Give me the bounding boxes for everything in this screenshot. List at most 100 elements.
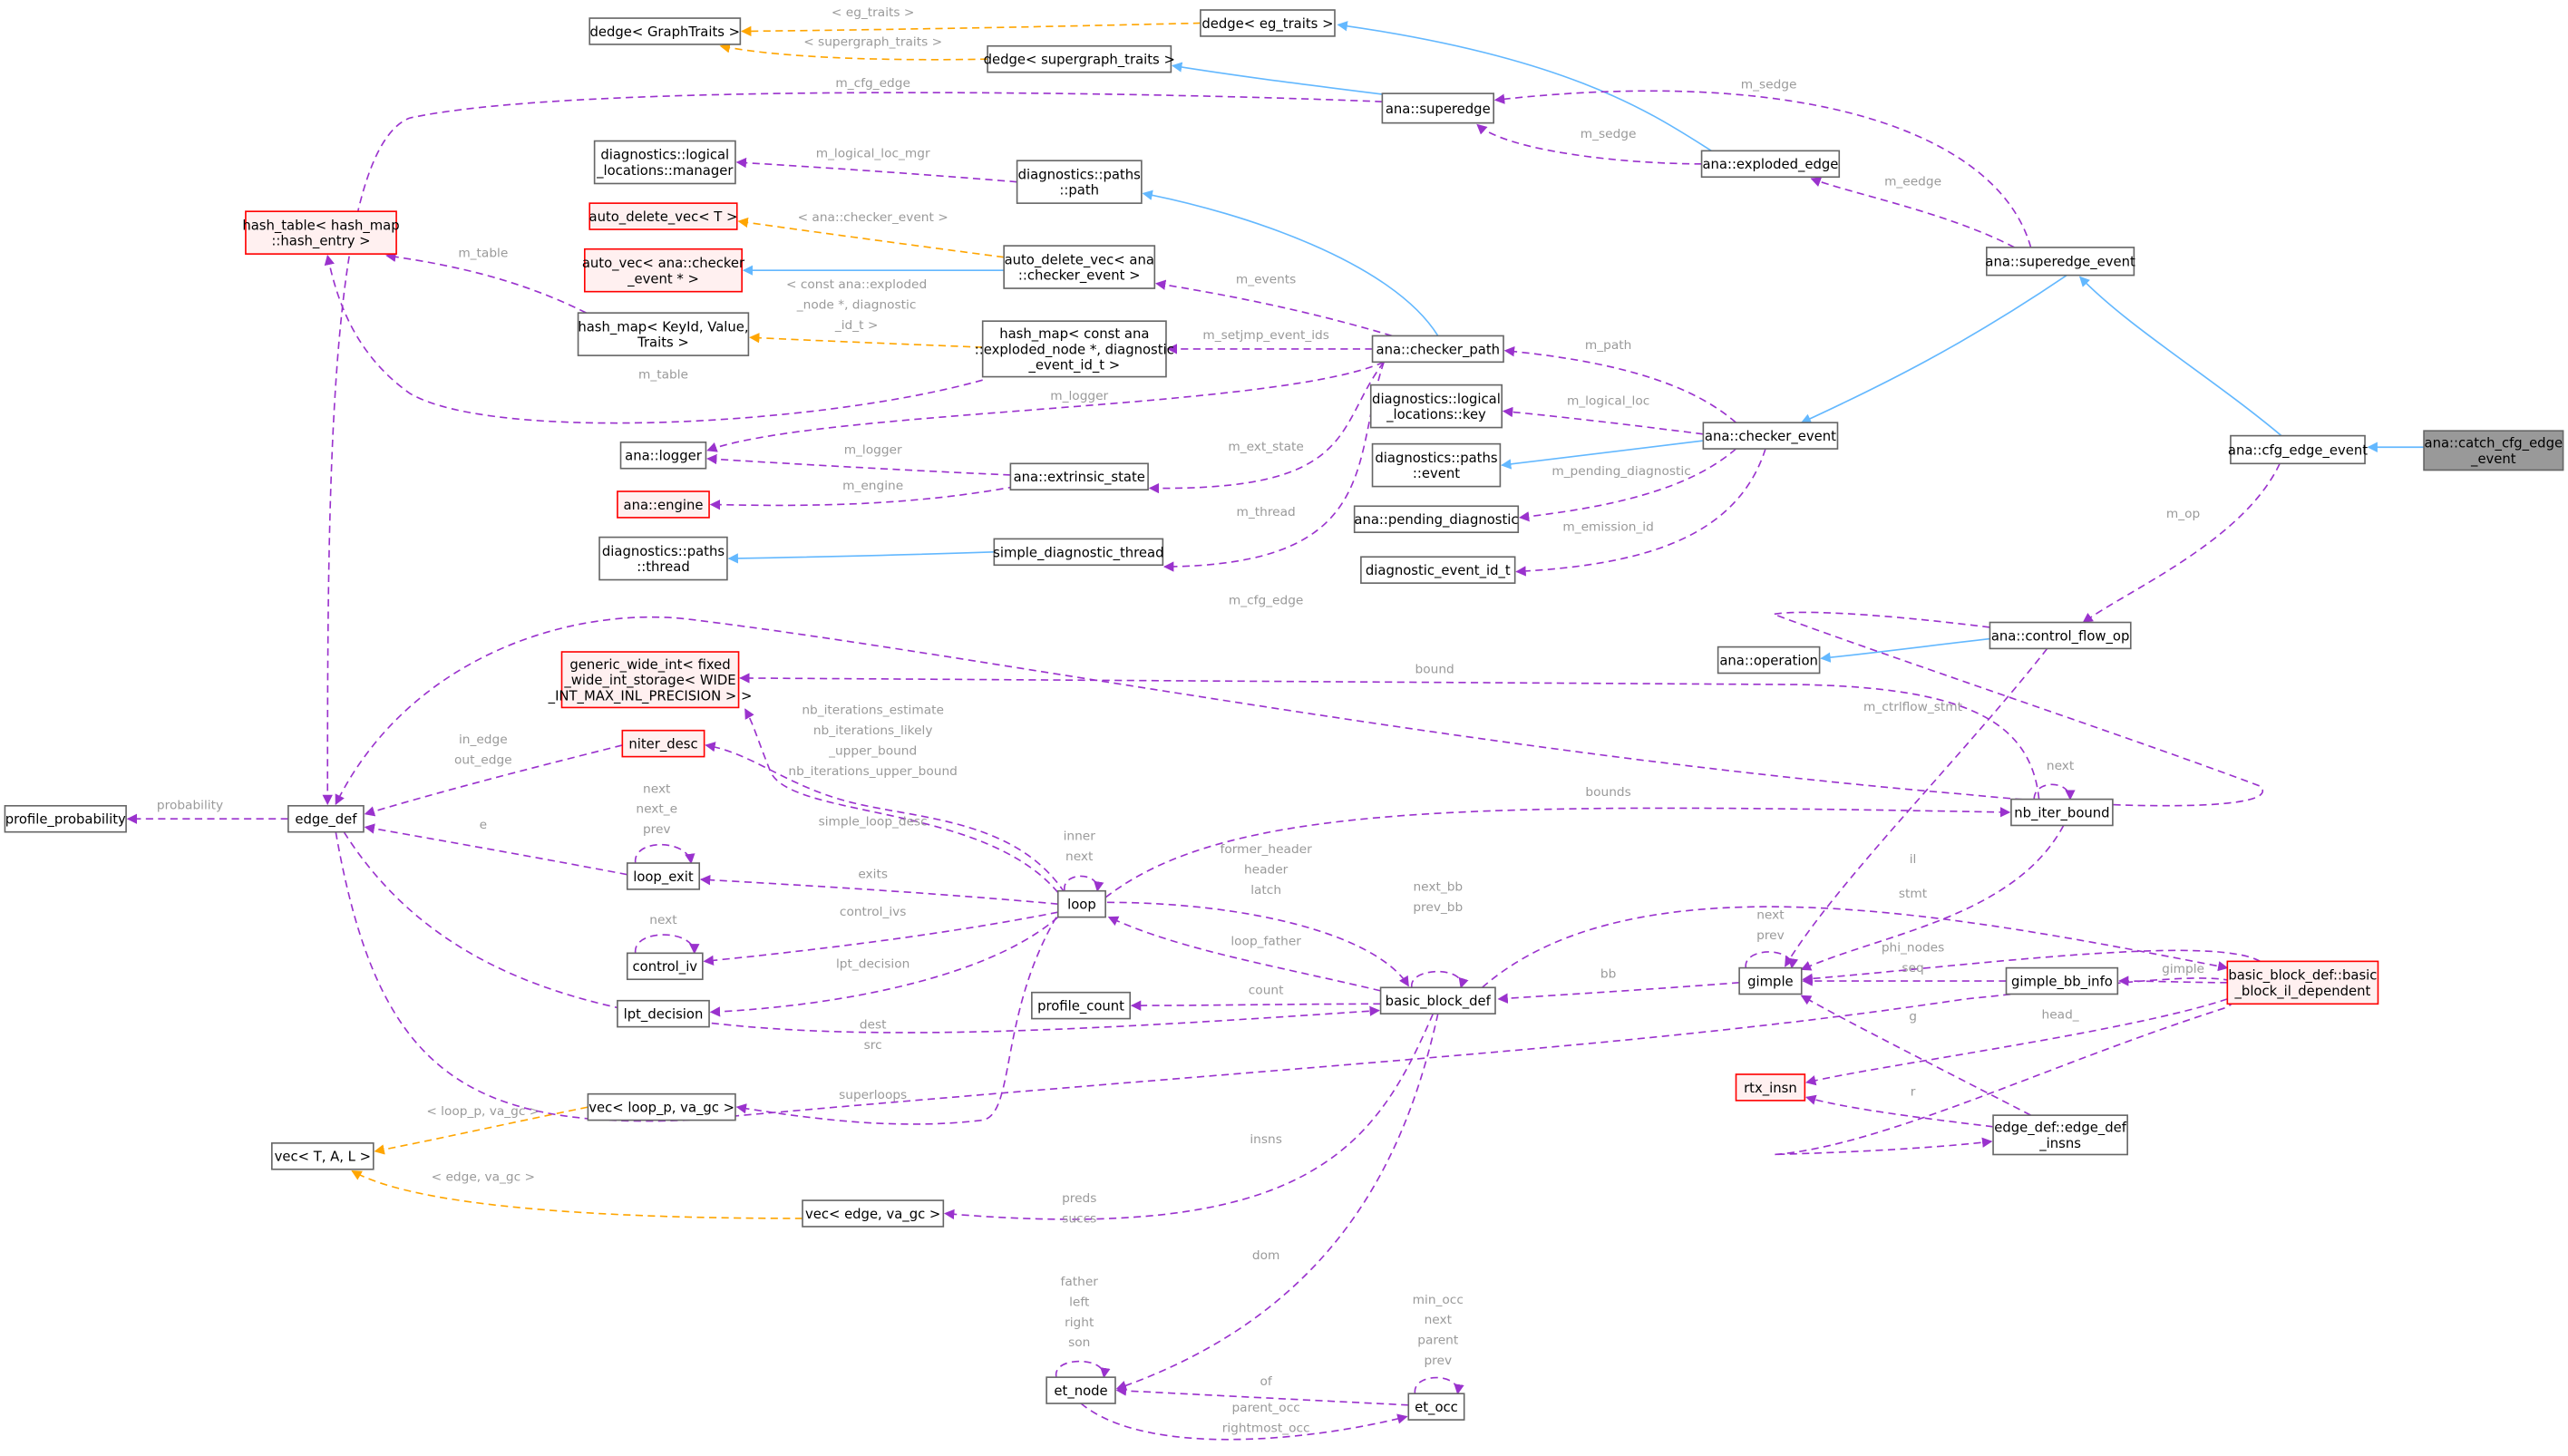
- node-box: [593, 140, 736, 185]
- edge-label: nb_iterations_likely: [813, 723, 933, 738]
- member-arrow: [1130, 1000, 1381, 1011]
- edge-paths-path-to-logical-manager: m_logical_loc_mgr: [735, 147, 1017, 183]
- node-label: ana::superedge: [1386, 102, 1491, 117]
- node-label: loop_exit: [633, 869, 694, 885]
- class-node-checker-path[interactable]: ana::checker_path: [1371, 335, 1504, 364]
- class-node-control-iv[interactable]: control_iv: [626, 952, 704, 981]
- class-node-gimple[interactable]: gimple: [1738, 966, 1803, 995]
- class-node-gimple-bb-info[interactable]: gimple_bb_info: [2005, 966, 2119, 995]
- class-node-basic-block-def[interactable]: basic_block_def: [1379, 986, 1496, 1014]
- class-node-simple-thread[interactable]: simple_diagnostic_thread: [993, 538, 1163, 567]
- class-node-et-node[interactable]: et_node: [1046, 1376, 1116, 1404]
- class-node-logical-manager[interactable]: diagnostics::logical_locations::manager: [593, 140, 736, 185]
- node-label: diagnostic_event_id_t: [1366, 563, 1511, 578]
- edge-label: m_ctrlflow_stmt: [1863, 700, 1963, 714]
- member-arrow: [706, 361, 1385, 452]
- class-node-hash-map-kv[interactable]: hash_map< KeyId, Value,Traits >: [577, 312, 750, 356]
- edge-label: succs: [1062, 1211, 1096, 1226]
- node-box: [626, 952, 704, 981]
- node-box: [583, 248, 743, 293]
- node-label: ana::control_flow_op: [1991, 628, 2130, 644]
- node-label: _block_il_dependent: [2234, 984, 2371, 999]
- node-box: [1353, 505, 1520, 533]
- edge-loop-to-control-iv: control_ivs: [703, 905, 1058, 966]
- node-label: generic_wide_int< fixed: [569, 657, 730, 673]
- class-node-nb-iter-bound[interactable]: nb_iter_bound: [2010, 798, 2114, 827]
- class-node-profile-count[interactable]: profile_count: [1031, 991, 1132, 1020]
- edge-label: prev: [643, 822, 671, 837]
- node-box: [1003, 245, 1156, 289]
- class-node-pending[interactable]: ana::pending_diagnostic: [1353, 505, 1520, 533]
- edge-label: simple_loop_desc: [819, 814, 928, 829]
- edge-label: m_sedge: [1581, 127, 1637, 141]
- node-box: [1738, 966, 1803, 995]
- class-node-auto-delete-checker[interactable]: auto_delete_vec< ana::checker_event >: [1003, 245, 1156, 289]
- class-node-superedge[interactable]: ana::superedge: [1381, 92, 1494, 124]
- class-node-logger[interactable]: ana::logger: [619, 442, 707, 470]
- member-arrow: [2082, 462, 2281, 624]
- class-node-paths-thread[interactable]: diagnostics::paths::thread: [598, 536, 728, 581]
- class-node-vec-TAL[interactable]: vec< T, A, L >: [271, 1142, 374, 1170]
- member-arrow: [1414, 1376, 1464, 1395]
- edge-label: left: [1069, 1295, 1090, 1309]
- edge-label: stmt: [1899, 887, 1928, 901]
- class-node-paths-event[interactable]: diagnostics::paths::event: [1371, 442, 1502, 488]
- class-node-dedge-super[interactable]: dedge< supergraph_traits >: [984, 44, 1175, 73]
- class-node-auto-vec[interactable]: auto_vec< ana::checker_event * >: [582, 248, 745, 293]
- class-node-engine[interactable]: ana::engine: [617, 490, 710, 519]
- edge-label: next: [2047, 759, 2075, 773]
- member-arrow: [1411, 970, 1469, 989]
- node-label: et_occ: [1415, 1400, 1458, 1415]
- class-node-extrinsic[interactable]: ana::extrinsic_state: [1009, 462, 1149, 491]
- class-node-hash-table[interactable]: hash_table< hash_map::hash_entry >: [242, 210, 400, 255]
- class-node-cfg-edge-event[interactable]: ana::cfg_edge_event: [2228, 434, 2368, 465]
- class-node-paths-path[interactable]: diagnostics::paths::path: [1016, 160, 1143, 204]
- member-arrow: [744, 708, 1059, 894]
- node-box: [1031, 991, 1132, 1020]
- class-node-vec-edge[interactable]: vec< edge, va_gc >: [802, 1199, 945, 1228]
- class-node-dedge-eg[interactable]: dedge< eg_traits >: [1200, 9, 1336, 37]
- class-node-edge-def-insns[interactable]: edge_def::edge_def_insns: [1992, 1114, 2128, 1156]
- class-node-generic-wide[interactable]: generic_wide_int< fixed_wide_int_storage…: [548, 651, 753, 709]
- node-label: ::thread: [637, 559, 689, 575]
- class-node-loop-exit[interactable]: loop_exit: [626, 862, 701, 890]
- class-node-et-occ[interactable]: et_occ: [1407, 1393, 1465, 1421]
- class-node-catch-cfg[interactable]: ana::catch_cfg_edge_event: [2423, 430, 2564, 471]
- class-node-edge-def[interactable]: edge_def: [287, 804, 365, 833]
- member-arrow: [1497, 982, 1740, 1004]
- class-node-operation[interactable]: ana::operation: [1717, 645, 1821, 675]
- class-node-hash-map-const[interactable]: hash_map< const ana::exploded_node *, di…: [975, 320, 1174, 378]
- class-node-event-id[interactable]: diagnostic_event_id_t: [1360, 556, 1516, 584]
- class-node-exploded-edge[interactable]: ana::exploded_edge: [1700, 150, 1841, 179]
- class-node-niter-desc[interactable]: niter_desc: [621, 729, 705, 758]
- edge-superedge-event-to-superedge: m_sedge: [1493, 78, 2032, 248]
- member-arrow: [1503, 346, 1737, 423]
- member-arrow: [1493, 90, 2032, 248]
- inheritance-arrow: [1800, 274, 2067, 424]
- nodes-layer: dedge< GraphTraits > dedge< eg_traits > de…: [4, 9, 2564, 1421]
- node-label: profile_probability: [5, 812, 126, 828]
- class-node-vec-loop[interactable]: vec< loop_p, va_gc >: [587, 1092, 736, 1121]
- edge-label: out_edge: [454, 753, 512, 768]
- class-node-checker-event[interactable]: ana::checker_event: [1702, 422, 1839, 450]
- edge-label: insns: [1250, 1132, 1282, 1147]
- class-node-bb-il-dep[interactable]: basic_block_def::basic_block_il_dependen…: [2226, 960, 2379, 1005]
- edge-edge-def-to-edge-def-insns: insns: [335, 831, 2243, 1156]
- class-node-lpt-decision[interactable]: lpt_decision: [617, 999, 710, 1028]
- edge-label: e: [480, 818, 487, 832]
- class-node-rtx-insn[interactable]: rtx_insn: [1735, 1073, 1806, 1102]
- class-node-dedge-graphtraits[interactable]: dedge< GraphTraits >: [588, 17, 742, 45]
- node-box: [1369, 383, 1503, 429]
- edge-loop-to-generic-wide: nb_iterations_estimatenb_iterations_like…: [744, 704, 1059, 894]
- class-node-auto-delete-T[interactable]: auto_delete_vec< T >: [588, 202, 738, 230]
- class-node-control-flow-op[interactable]: ana::control_flow_op: [1989, 621, 2132, 650]
- edge-dedge-eg-to-dedge-graphtraits: < eg_traits >: [741, 5, 1201, 37]
- class-node-loop[interactable]: loop: [1056, 889, 1106, 918]
- class-node-logical-key[interactable]: diagnostics::logical_locations::key: [1369, 383, 1503, 429]
- class-node-superedge-event[interactable]: ana::superedge_event: [1985, 247, 2135, 277]
- node-label: rtx_insn: [1744, 1081, 1797, 1096]
- node-label: hash_map< const ana: [999, 326, 1149, 342]
- class-node-profile-probability[interactable]: profile_probability: [4, 804, 127, 833]
- edge-label: phi_nodes: [1882, 941, 1944, 956]
